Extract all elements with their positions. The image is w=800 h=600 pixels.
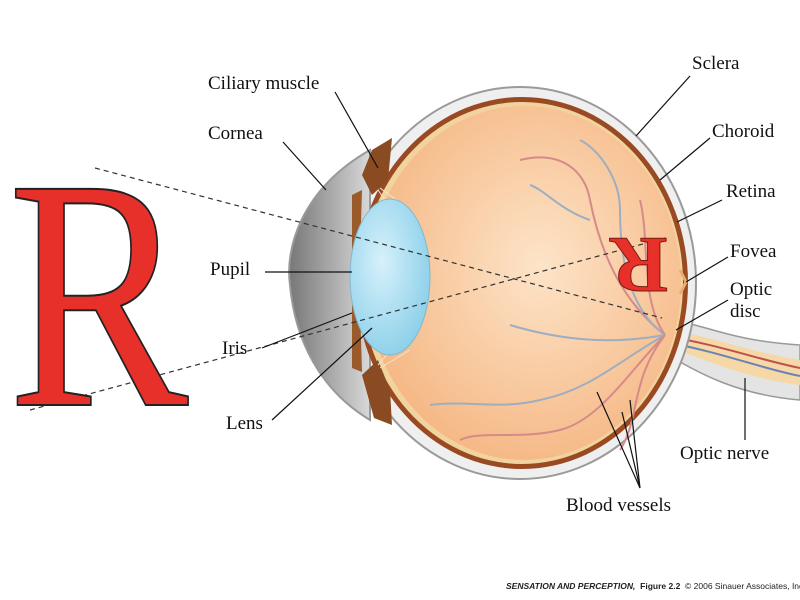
label-pupil: Pupil [210, 259, 251, 280]
label-retina: Retina [726, 181, 776, 202]
label-sclera: Sclera [692, 53, 740, 74]
vitreous [367, 106, 681, 460]
ciliary-muscle-lower [362, 360, 392, 425]
figure-credit: SENSATION AND PERCEPTION, Figure 2.2 © 2… [506, 581, 800, 591]
label-lens: Lens [226, 413, 263, 434]
retinal-image-letter: R [609, 220, 668, 308]
label-iris: Iris [222, 338, 248, 359]
object-letter: R [8, 112, 190, 477]
label-ciliary-muscle: Ciliary muscle [208, 73, 320, 94]
projection-lines [29, 167, 666, 411]
leader-lines [261, 75, 746, 489]
footer-book: SENSATION AND PERCEPTION, [506, 581, 636, 591]
label-optic-nerve: Optic nerve [680, 443, 770, 464]
label-fovea: Fovea [730, 241, 777, 262]
lens [349, 198, 431, 356]
label-blood-vessels: Blood vessels [566, 495, 672, 516]
footer-copyright: © 2006 Sinauer Associates, Inc. [685, 581, 800, 591]
label-cornea: Cornea [208, 123, 263, 144]
label-choroid: Choroid [712, 121, 775, 142]
label-optic-disc-line1: Optic [730, 279, 773, 300]
blood-vessels [429, 139, 666, 451]
footer-figure: Figure 2.2 [640, 581, 681, 591]
cornea [288, 148, 371, 422]
label-optic-disc-line2: disc [730, 301, 761, 322]
